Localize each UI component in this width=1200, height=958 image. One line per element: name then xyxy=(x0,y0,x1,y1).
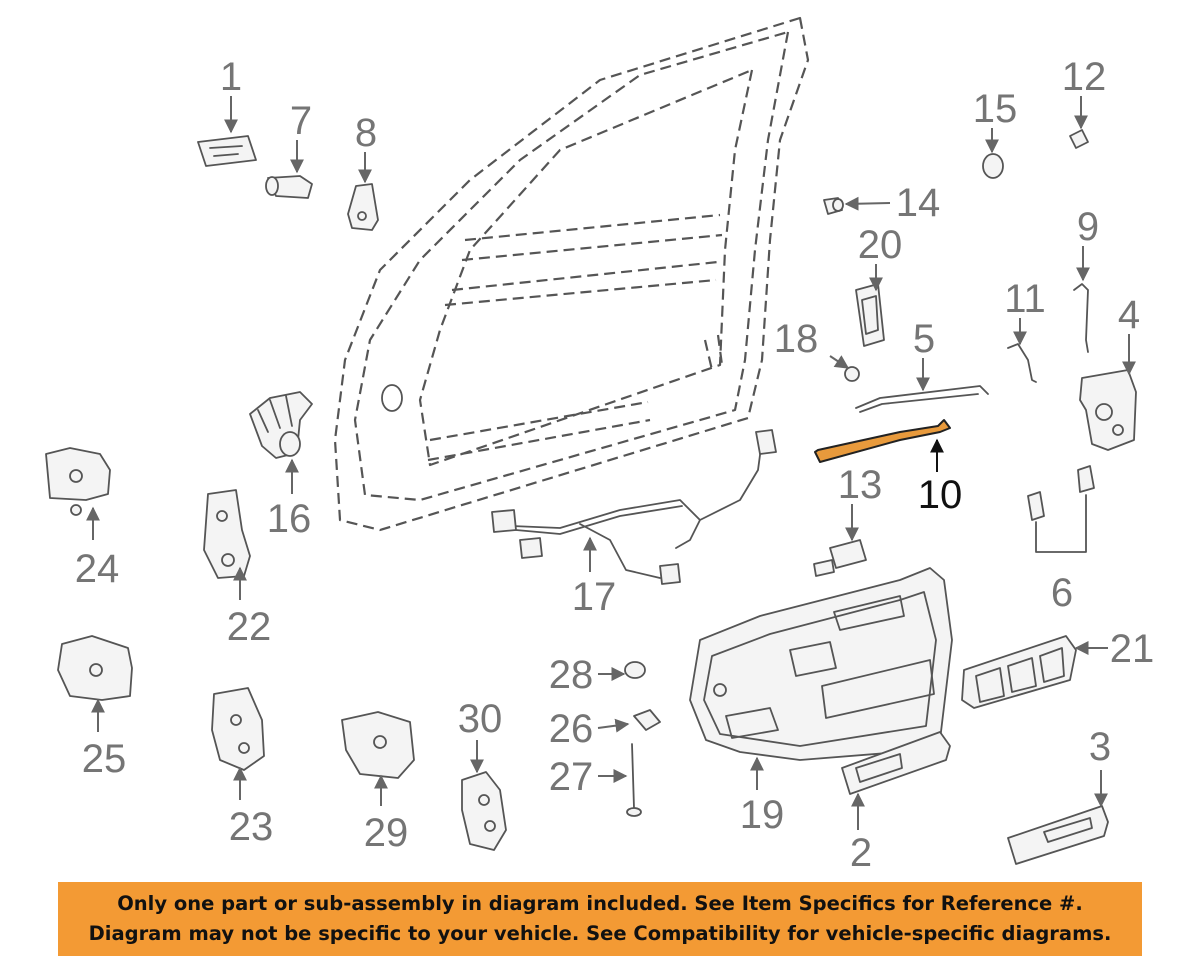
part-21-switch-bezel xyxy=(961,635,1077,709)
disclaimer-line-2: Diagram may not be specific to your vehi… xyxy=(88,922,1112,945)
callout-30: 30 xyxy=(458,697,503,741)
callout-14: 14 xyxy=(896,181,941,225)
part-14-push-pin xyxy=(823,197,844,215)
callout-13: 13 xyxy=(838,463,883,507)
part-25-hinge xyxy=(57,635,133,701)
part-11-rod xyxy=(1007,343,1037,383)
part-23-hinge xyxy=(211,687,265,771)
part-28-grommet xyxy=(624,661,646,679)
part-8-bracket xyxy=(347,183,379,231)
callout-23: 23 xyxy=(229,805,274,849)
callout-27: 27 xyxy=(549,755,594,799)
part-12-clip xyxy=(1069,129,1089,149)
callout-19: 19 xyxy=(740,793,785,837)
part-7-lock-cylinder xyxy=(265,175,313,199)
callout-2: 2 xyxy=(850,831,872,875)
disclaimer-banner: Only one part or sub-assembly in diagram… xyxy=(58,882,1142,956)
part-27-bolt xyxy=(626,743,642,817)
part-30-bracket xyxy=(461,771,507,851)
callout-9: 9 xyxy=(1077,205,1099,249)
callout-20: 20 xyxy=(858,223,903,267)
part-6-clips xyxy=(1027,465,1095,553)
callout-25: 25 xyxy=(82,737,127,781)
callout-12: 12 xyxy=(1062,55,1107,99)
part-20-bezel xyxy=(855,283,885,347)
callout-17: 17 xyxy=(572,575,617,619)
part-3-trim xyxy=(1007,805,1109,865)
callout-28: 28 xyxy=(549,653,594,697)
callout-8: 8 xyxy=(355,111,377,155)
callout-26: 26 xyxy=(549,707,594,751)
callout-numbers: 1 2 3 4 5 6 7 8 9 10 11 12 13 14 15 16 1… xyxy=(75,55,1155,875)
part-16-boot xyxy=(249,391,313,459)
part-26-clip xyxy=(633,709,661,731)
part-19-door-panel xyxy=(689,567,953,761)
part-15-grommet xyxy=(982,153,1004,179)
leader-arrows xyxy=(86,96,1136,830)
callout-5: 5 xyxy=(913,317,935,361)
callout-18: 18 xyxy=(774,317,819,361)
disclaimer-line-1: Only one part or sub-assembly in diagram… xyxy=(117,892,1083,915)
part-29-hinge xyxy=(341,711,415,779)
callout-4: 4 xyxy=(1118,293,1140,337)
part-2-bezel xyxy=(841,731,951,795)
part-10-rod-highlighted xyxy=(814,419,951,463)
part-22-hinge xyxy=(203,489,251,579)
part-9-rod xyxy=(1073,283,1089,353)
callout-22: 22 xyxy=(227,605,272,649)
callout-24: 24 xyxy=(75,547,120,591)
part-13-switch xyxy=(813,539,867,577)
door-outline xyxy=(333,16,810,532)
part-5-rod xyxy=(855,385,989,413)
part-24-hinge xyxy=(45,447,111,516)
callout-15: 15 xyxy=(973,87,1018,131)
callout-11: 11 xyxy=(1004,277,1046,321)
callout-16: 16 xyxy=(267,497,312,541)
part-1-inside-handle xyxy=(197,135,257,167)
callout-7: 7 xyxy=(290,99,312,143)
callout-21: 21 xyxy=(1110,627,1155,671)
callout-6: 6 xyxy=(1051,571,1073,615)
callout-1: 1 xyxy=(220,55,242,99)
part-4-door-latch xyxy=(1079,369,1137,451)
part-18-bolt xyxy=(844,366,860,382)
callout-29: 29 xyxy=(364,811,409,855)
callout-10-highlighted: 10 xyxy=(918,473,963,517)
part-17-wiring-harness xyxy=(491,429,777,585)
callout-3: 3 xyxy=(1089,725,1111,769)
